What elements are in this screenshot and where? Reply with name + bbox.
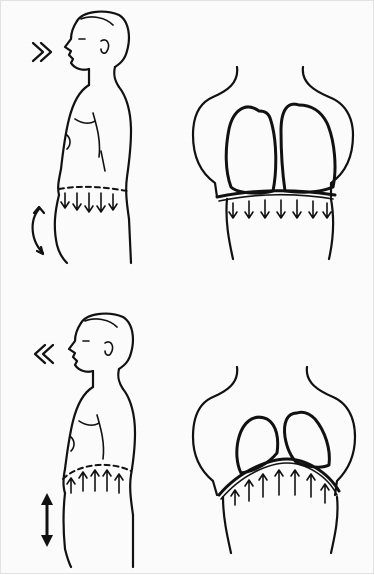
front-body-left-outline xyxy=(193,367,237,495)
front-waist-right xyxy=(329,199,333,259)
abdomen-contract-arrow-icon xyxy=(41,493,53,547)
exhalation-front-panel xyxy=(193,367,355,553)
left-lung-expanded xyxy=(226,107,276,193)
torso-outline xyxy=(55,85,131,263)
abdomen-expand-arrow-icon xyxy=(33,207,44,254)
torso-outline xyxy=(64,387,136,567)
inhalation-side-panel xyxy=(33,12,131,263)
side-diaphragm-dashed-line xyxy=(59,187,127,191)
front-body-right-outline xyxy=(303,67,353,197)
inhale-chevron-icon xyxy=(33,43,51,61)
front-waist-left xyxy=(226,199,233,259)
front-waist-left xyxy=(223,497,231,553)
front-body-right-outline xyxy=(307,367,355,495)
diaphragm-up-arrows-icon xyxy=(67,470,123,493)
diaphragm-down-arrows-icon xyxy=(229,200,331,218)
front-body-left-outline xyxy=(193,67,237,197)
right-lung-expanded xyxy=(281,104,335,192)
inhalation-front-panel xyxy=(193,67,353,259)
front-diaphragm-flat-inner xyxy=(219,195,333,201)
head-outline xyxy=(65,12,129,87)
head-outline xyxy=(69,314,133,389)
diaphragm-down-arrows-icon xyxy=(61,193,117,212)
exhale-chevron-icon xyxy=(35,345,53,363)
exhalation-side-panel xyxy=(35,314,135,567)
diaphragm-up-arrows-icon xyxy=(231,470,329,505)
front-waist-right xyxy=(331,497,338,553)
